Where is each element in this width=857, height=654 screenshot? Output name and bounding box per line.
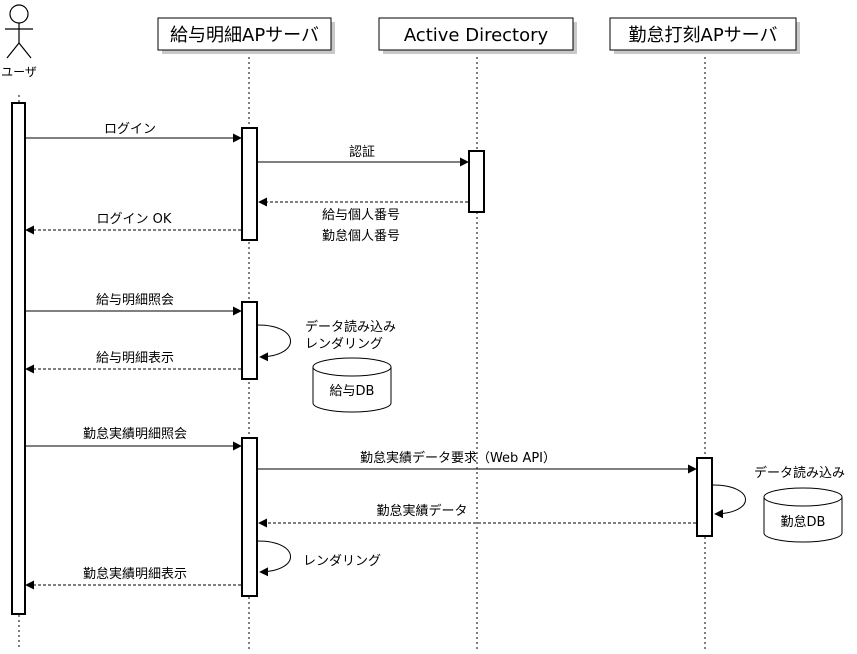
payslip-self-label-line2: レンダリング [305, 337, 383, 352]
ad-activation-auth [468, 150, 485, 213]
payroll-server-participant: 給与明細APサーバ [157, 17, 335, 54]
user-actor-label: ユーザ [1, 65, 37, 79]
payslip-self-call-arrow [257, 324, 291, 362]
payslip-query-label: 給与明細照会 [96, 293, 174, 308]
user-actor-icon [5, 4, 33, 59]
payroll-activation-login [241, 127, 258, 241]
active-directory-participant: Active Directory [378, 17, 577, 54]
attendance-db-icon [763, 487, 843, 543]
auth-label: 認証 [349, 144, 375, 160]
attendance-activation [696, 457, 713, 537]
attendance-self-label: データ読み込み [754, 465, 845, 481]
login-label: ログイン [104, 122, 156, 137]
attendance-db-label: 勤怠DB [781, 514, 826, 530]
payroll-activation-attendance [241, 437, 258, 597]
payslip-display-label: 給与明細表示 [96, 351, 174, 366]
payslip-self-label-line1: データ読み込み [305, 319, 396, 335]
user-activation [11, 102, 26, 615]
payroll-db-icon [312, 357, 392, 413]
login-ok-label: ログイン OK [97, 212, 172, 227]
attendance-data-label: 勤怠実績データ [376, 503, 467, 519]
active-directory-label: Active Directory [404, 25, 549, 46]
render-self-call-arrow [257, 540, 291, 577]
ids-label-line2: 勤怠個人番号 [322, 228, 400, 244]
render-self-label: レンダリング [303, 554, 381, 569]
attendance-query-label: 勤怠実績明細照会 [83, 426, 187, 442]
payroll-db-label: 給与DB [330, 384, 375, 399]
attendance-self-call-arrow [712, 484, 746, 519]
ids-label-line1: 給与個人番号 [322, 208, 400, 223]
payroll-activation-payslip [241, 301, 258, 380]
attendance-server-participant: 勤怠打刻APサーバ [609, 17, 800, 54]
attendance-request-label: 勤怠実績データ要求（Web API） [360, 450, 556, 466]
attendance-display-label: 勤怠実績明細表示 [83, 566, 187, 582]
payroll-server-label: 給与明細APサーバ [170, 25, 319, 46]
attendance-server-label: 勤怠打刻APサーバ [629, 25, 778, 46]
